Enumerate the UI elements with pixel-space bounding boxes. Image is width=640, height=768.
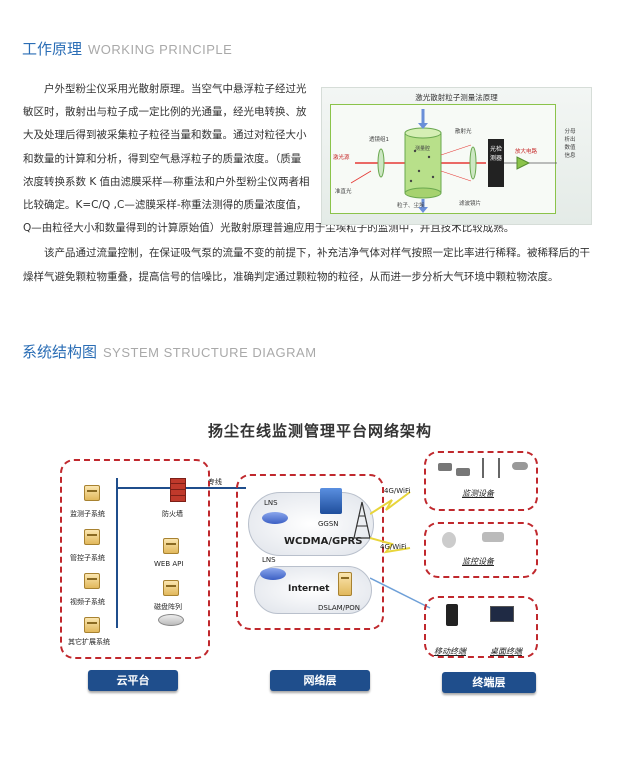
ggsn-icon: [320, 488, 342, 514]
web-api-server-icon: [163, 538, 179, 554]
monitor-icon: [490, 606, 514, 622]
sensor-pole-icon: [498, 458, 500, 478]
mobile-terminal-label: 移动终端: [434, 647, 466, 656]
diagram-frame: 激光源 准直光 透镜组1 测量腔 粒子、尘埃 散射光 滤波镜片 光检测器 放大电…: [330, 104, 557, 214]
section-title-cn: 工作原理: [22, 40, 83, 58]
paragraph-line: 该产品通过流量控制，在保证吸气泵的流量不变的前提下，补充洁净气体对样气按照一定比…: [44, 247, 590, 260]
sensor-pole-icon: [482, 458, 484, 478]
section-title-en: WORKING PRINCIPLE: [88, 42, 233, 57]
disk-array-icon: [158, 614, 184, 626]
wcdma-cloud: [248, 492, 374, 556]
paragraph-line: 燥样气避免颗粒物重叠，提高信号的信噪比，准确判定通过颗粒物的粒径，从而进一步分析…: [23, 270, 559, 283]
router-icon: [262, 512, 288, 524]
storage-label: 磁盘阵列: [154, 603, 182, 611]
desktop-terminal-label: 桌面终端: [490, 647, 522, 656]
paragraph-line: 户外型粉尘仪采用光散射原理。当空气中悬浮粒子经过光: [44, 83, 307, 95]
paragraph-line: 比较确定。K=C/Q ,C—滤膜采样-称重法测得的质量浓度值，: [23, 199, 307, 212]
cloud-platform-layer-label: 云平台: [88, 670, 178, 691]
paragraph-line: Q—由粒径大小和数量得到的计算原始值）光散射原理普遍应用于尘埃粒子的监测中，并且…: [23, 222, 515, 235]
section-title-cn: 系统结构图: [22, 343, 98, 361]
link-lines: [370, 491, 431, 609]
router-icon: [260, 568, 286, 580]
web-api-label: WEB API: [154, 560, 184, 568]
output-label: 分母析出数值信息: [564, 129, 576, 159]
principle-paragraph: 户外型粉尘仪采用光散射原理。当空气中悬浮粒子经过光 敏区时，散射出与粒子成一定比…: [23, 78, 590, 289]
lns-label: LNS: [262, 556, 276, 564]
server-icon: [84, 617, 100, 633]
dslam-label: DSLAM/PON: [318, 604, 361, 612]
section-title-working-principle: 工作原理 WORKING PRINCIPLE: [22, 38, 232, 59]
mobile-phone-icon: [446, 604, 458, 626]
server-icon: [84, 529, 100, 545]
wireless-label: 4G/WiFi: [380, 543, 407, 551]
filter-label: 滤波镜片: [459, 201, 482, 207]
collimator-label: 准直光: [335, 189, 352, 195]
camera-device-label: 监控设备: [462, 557, 494, 566]
camera-device-box: [424, 522, 538, 578]
server-icon: [84, 573, 100, 589]
wireless-label: 4G/WiFi: [384, 487, 411, 495]
server-icon: [84, 485, 100, 501]
sensor-icon: [456, 468, 470, 476]
storage-server-icon: [163, 580, 179, 596]
dome-camera-icon: [442, 532, 456, 548]
user-terminal-box: [424, 596, 538, 658]
detector-label: 光检测器: [490, 146, 503, 162]
lens1-label: 透镜组1: [369, 137, 389, 143]
cloud-bus-line: [116, 478, 118, 628]
ggsn-label: GGSN: [318, 520, 339, 528]
sensor-icon: [512, 462, 528, 470]
internet-label: Internet: [288, 584, 330, 594]
firewall-label: 防火墙: [162, 510, 183, 518]
monitor-device-label: 监测设备: [462, 489, 494, 498]
subsystem-label: 监测子系统: [70, 510, 105, 518]
network-layer-box: [236, 474, 384, 630]
lns-label: LNS: [264, 499, 278, 507]
diagram-title: 激光散射粒子测量法原理: [415, 93, 498, 102]
chamber-label: 测量腔: [415, 146, 431, 152]
paragraph-line: 和数量的计算和分析，得到空气悬浮粒子的质量浓度。（质量: [23, 152, 302, 165]
scatter-label: 散射光: [455, 129, 472, 135]
wcdma-label: WCDMA/GPRS: [284, 536, 363, 547]
terminal-layer-label: 终端层: [442, 672, 536, 693]
section-title-en: SYSTEM STRUCTURE DIAGRAM: [103, 345, 317, 360]
cloud-platform-box: [60, 459, 210, 659]
particles-label: 粒子、尘埃: [397, 203, 425, 209]
sensor-icon: [438, 463, 452, 471]
laser-source-label: 激光源: [333, 155, 350, 161]
firewall-icon: [170, 478, 186, 502]
paragraph-line: 敏区时，散射出与粒子成一定比例的光通量，经光电转换、放: [23, 106, 307, 119]
amplifier-label: 放大电路: [515, 149, 538, 155]
system-diagram-title: 扬尘在线监测管理平台网络架构: [207, 422, 432, 440]
antenna-tower-icon: [353, 501, 371, 539]
subsystem-label: 其它扩展系统: [68, 638, 110, 646]
subsystem-label: 视频子系统: [70, 598, 105, 606]
paragraph-line: 大及处理后得到被采集粒子粒径当量和数量。通过对粒径大小: [23, 129, 307, 142]
dedicated-line-label: 专线: [208, 478, 222, 486]
monitor-device-box: [424, 451, 538, 511]
section-title-system-structure: 系统结构图 SYSTEM STRUCTURE DIAGRAM: [22, 341, 317, 362]
subsystem-label: 管控子系统: [70, 554, 105, 562]
network-layer-label: 网络层: [270, 670, 370, 691]
diagram-graphics: [350, 109, 557, 213]
paragraph-line: 浓度转换系数 K 值由滤膜采样—称重法和户外型粉尘仪两者相: [23, 175, 310, 188]
dslam-server-icon: [338, 572, 352, 596]
bullet-camera-icon: [482, 532, 504, 542]
laser-scattering-diagram: 激光散射粒子测量法原理: [321, 87, 592, 225]
